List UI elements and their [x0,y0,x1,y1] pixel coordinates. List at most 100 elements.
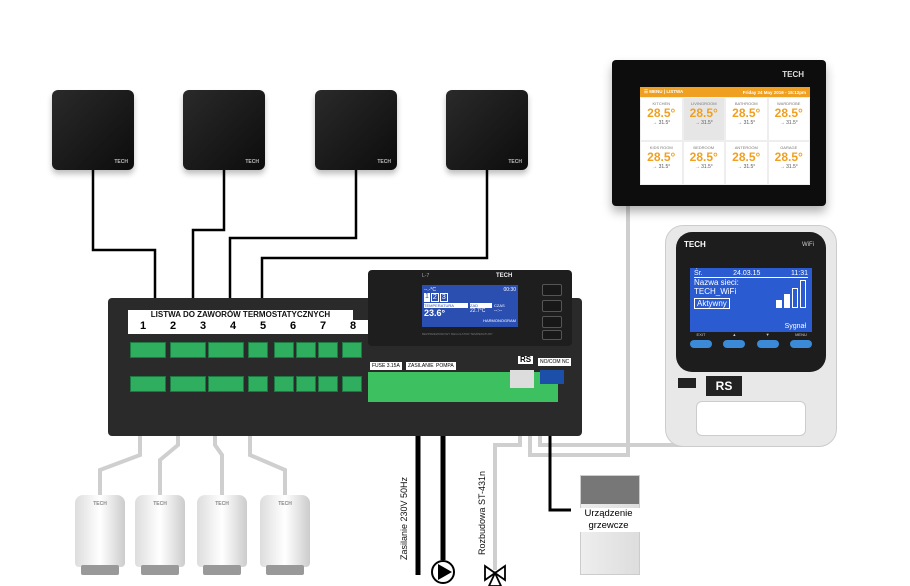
tech-logo: TECH [153,501,167,507]
zone-terminal-6[interactable] [296,342,316,358]
power-label: Zasilanie 230V 50Hz [399,476,409,560]
room-setpoint: → 31.5° [694,164,713,170]
section-label: LISTWA [666,89,684,94]
tech-logo: TECH [278,501,292,507]
actuator-3: TECH [197,495,247,575]
day: Śr. [694,270,703,277]
date: 24.03.15 [733,270,761,277]
zone-terminal-5[interactable] [274,376,294,392]
time: 11:31 [791,270,808,277]
signal-label: Sygnał [784,323,806,330]
actuator-2: TECH [135,495,185,575]
contact-label: NO/COM NC [538,358,572,366]
up-button[interactable] [542,284,562,296]
zone-terminal-5[interactable] [274,342,294,358]
wifi-label: WiFi [802,242,814,248]
exit-button[interactable] [542,330,562,340]
zone-terminal-2[interactable] [170,376,206,392]
menu-label[interactable]: MENU [649,89,663,94]
rs-socket[interactable] [510,370,534,388]
up-button[interactable]: ▲ [723,332,746,348]
network-name: TECH_WiFi [694,287,737,296]
tech-logo: TECH [377,159,391,165]
room-temp: 28.5° [647,150,676,164]
time-label: CZAS [494,303,505,308]
menu-button[interactable] [542,316,562,328]
zone-terminal-2[interactable] [170,342,206,358]
zone-terminal-1[interactable] [130,376,166,392]
fuse-label: FUSE 3.15A [370,362,402,370]
room-temp: 28.5° [774,106,803,120]
zone-terminal-3[interactable] [208,376,244,392]
room-setpoint: → 31.5° [737,164,756,170]
wifi-module-base [696,401,806,436]
zone-number: 5 [259,320,267,332]
wifi-lcd: Śr. 24.03.15 11:31 Nazwa sieci: TECH_WiF… [690,268,812,332]
down-button[interactable] [542,300,562,312]
contact-terminal[interactable] [540,370,564,384]
actuator-1: TECH [75,495,125,575]
tech-logo: TECH [496,273,513,279]
room-setpoint: → 31.5° [779,164,798,170]
controller-footer: BEZPRZEWODOWY REGULATOR TEMPERATURY [422,332,493,336]
valve-icon [484,564,506,586]
tech-logo: TECH [215,501,229,507]
room-thermostat-4: TECH [446,90,528,170]
tech-logo: TECH [782,70,804,79]
room-setpoint: → 31.5° [652,120,671,126]
touch-panel: TECH ☰ MENU | LISTWA Friday 24 May 2016 … [612,60,826,206]
wifi-module: TECH WiFi Śr. 24.03.15 11:31 Nazwa sieci… [665,225,837,447]
zone-2: 2 [430,293,439,302]
room-temp: 28.5° [647,106,676,120]
power-wires [415,420,446,575]
room-temp: 28.5° [732,106,761,120]
room-name: WARDROBE [777,101,801,106]
menu-icon[interactable]: ☰ [644,89,650,94]
zone-terminal-4[interactable] [248,376,268,392]
zone-terminal-7[interactable] [318,376,338,392]
zone-terminal-3[interactable] [208,342,244,358]
room-name: LIVINGROOM [690,101,717,106]
down-button[interactable]: ▼ [756,332,779,348]
zone-terminal-8[interactable] [342,342,362,358]
rs-label: RS [518,355,534,364]
room-setpoint: → 31.5° [652,164,671,170]
usb-port [678,378,696,388]
zone-terminal-7[interactable] [318,342,338,358]
room-name: BEDROOM [693,145,715,150]
panel-header: ☰ MENU | LISTWA Friday 24 May 2016 - 15:… [640,87,810,97]
zone-terminal-6[interactable] [296,376,316,392]
zone-terminal-4[interactable] [248,342,268,358]
zone-1: 1 [424,293,430,302]
zone-number: 6 [289,320,297,332]
extension-label: Rozbudowa ST-431n [477,470,487,555]
room-temp: 28.5° [774,150,803,164]
zone-terminal-8[interactable] [342,376,362,392]
rs-port-label: RS [706,376,742,396]
zone-3: 3 [439,293,448,302]
status-badge: Aktywny [694,298,730,309]
pump-label: POMPA [434,362,456,370]
time-value: --:-- [494,308,503,314]
touch-screen[interactable]: ☰ MENU | LISTWA Friday 24 May 2016 - 15:… [640,87,810,185]
menu-button[interactable]: MENU [789,332,812,348]
room-temp: 28.5° [689,106,718,120]
zone-terminal-1[interactable] [130,342,166,358]
room-name: BATHROOM [734,101,758,106]
outdoor-temp: --.-°C [424,287,436,293]
exit-button[interactable]: EXIT [690,332,712,348]
room-name: KIDS ROOM [649,145,673,150]
